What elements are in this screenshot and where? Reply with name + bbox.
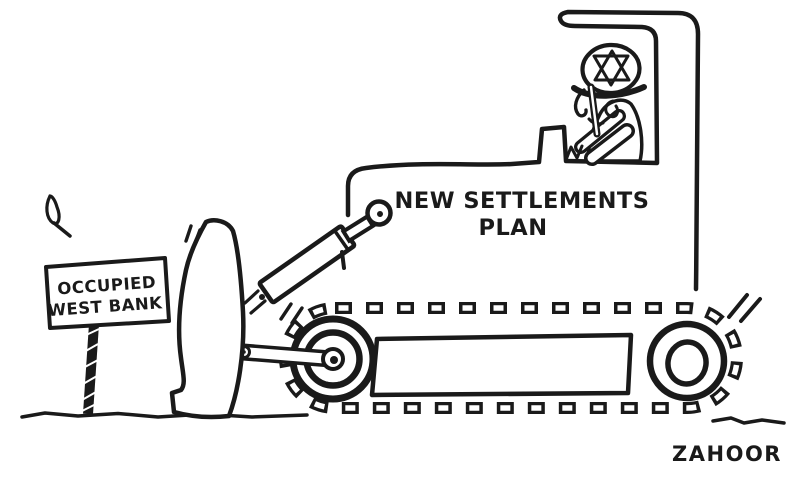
sign-board: OCCUPIED WEST BANK (44, 256, 171, 330)
driver (564, 42, 647, 166)
driver-hand (564, 144, 584, 162)
bulldozer-label-line1: NEW SETTLEMENTS (395, 188, 650, 214)
driver-nose (573, 88, 588, 118)
track-dashes (279, 302, 743, 414)
bulldozer-body (340, 124, 660, 270)
control-lever (587, 83, 601, 138)
ground-line (20, 411, 786, 425)
track-frame (369, 332, 634, 398)
bulldozer-label-line2: PLAN (478, 215, 547, 241)
helmet-brim (571, 84, 647, 99)
bulldozer-blade (169, 218, 246, 420)
plant-sprout-mark (45, 194, 72, 238)
star-of-david-icon (592, 49, 631, 87)
hydraulic-cylinder (243, 199, 393, 315)
driver-cheek (604, 99, 620, 119)
bulldozer-label: NEW SETTLEMENTS PLAN (395, 188, 650, 241)
cab-canopy (557, 9, 701, 292)
sign-post (81, 323, 100, 415)
rear-wheel (646, 320, 728, 402)
artist-signature: ZAHOOR (672, 442, 782, 466)
motion-lines (184, 224, 762, 325)
driver-leg (584, 123, 635, 166)
blade-push-arm (234, 343, 345, 371)
